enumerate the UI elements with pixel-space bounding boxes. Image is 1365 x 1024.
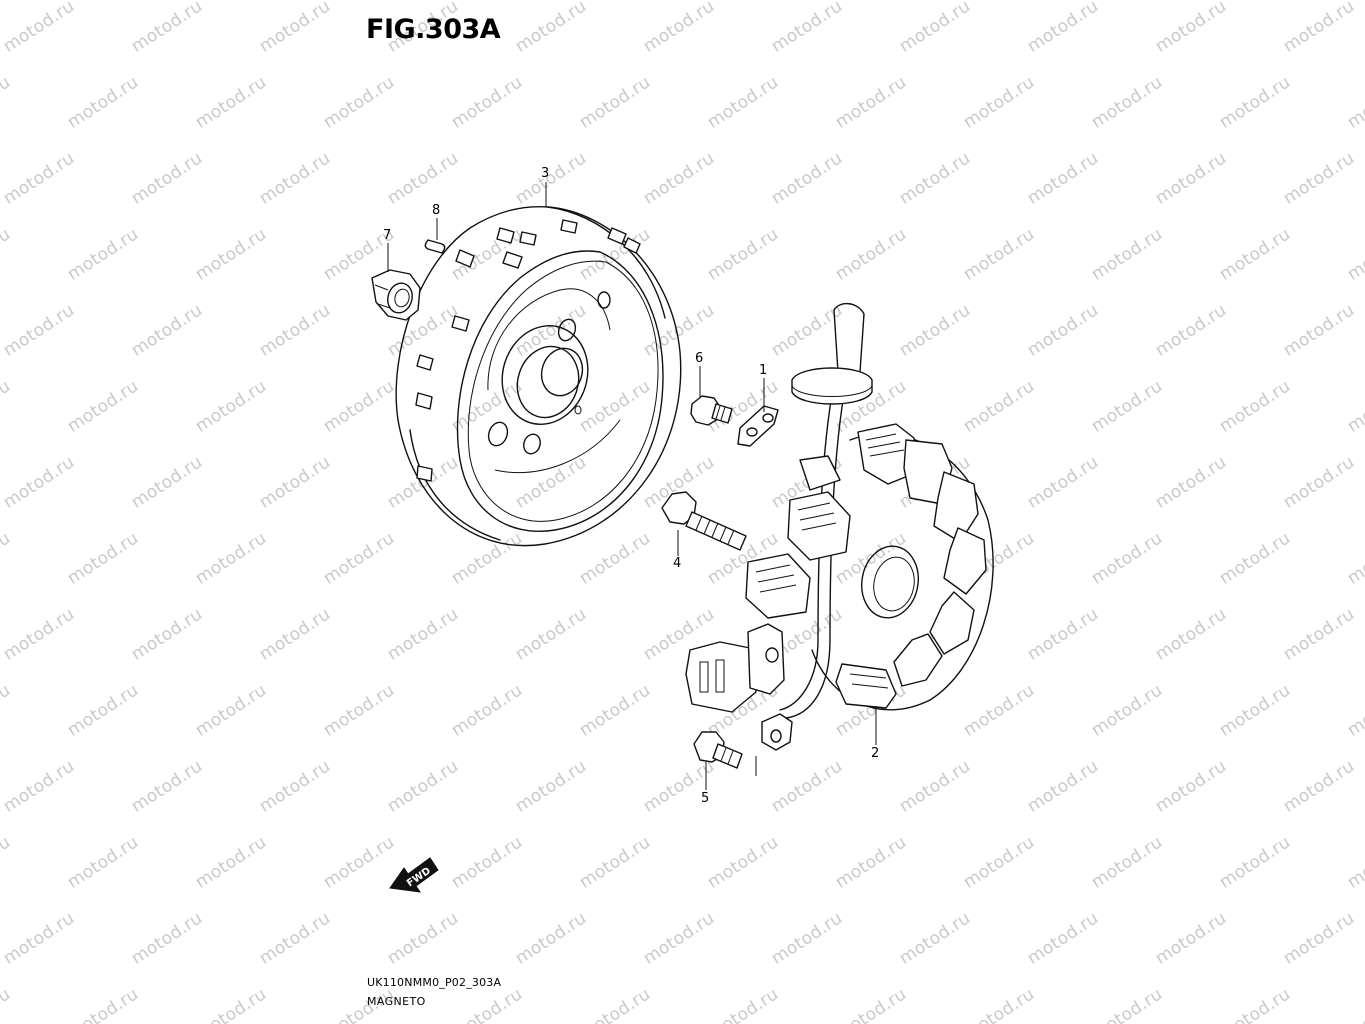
long-bolt-icon [661, 491, 747, 551]
forward-arrow-icon: FWD [389, 857, 439, 893]
key-icon [424, 239, 446, 254]
short-bolt-icon [693, 731, 743, 769]
wire-clamp-icon [737, 405, 779, 447]
stator-coil-icon [685, 303, 994, 751]
short-bolt-icon [690, 395, 733, 426]
callout-1: 1 [759, 363, 767, 378]
callout-7: 7 [383, 228, 391, 243]
figure-name: MAGNETO [367, 995, 426, 1008]
leader-lines [387, 182, 877, 790]
figure-title: FIG.303A [366, 14, 501, 45]
callout-2: 2 [871, 746, 879, 761]
callout-4: 4 [673, 556, 681, 571]
callout-8: 8 [432, 203, 440, 218]
callout-6: 6 [695, 351, 703, 366]
flywheel-rotor-icon [395, 205, 682, 547]
callout-3: 3 [541, 166, 549, 181]
figure-code: UK110NMM0_P02_303A [367, 976, 502, 989]
nut-icon [371, 269, 421, 321]
callout-5: 5 [701, 791, 709, 806]
